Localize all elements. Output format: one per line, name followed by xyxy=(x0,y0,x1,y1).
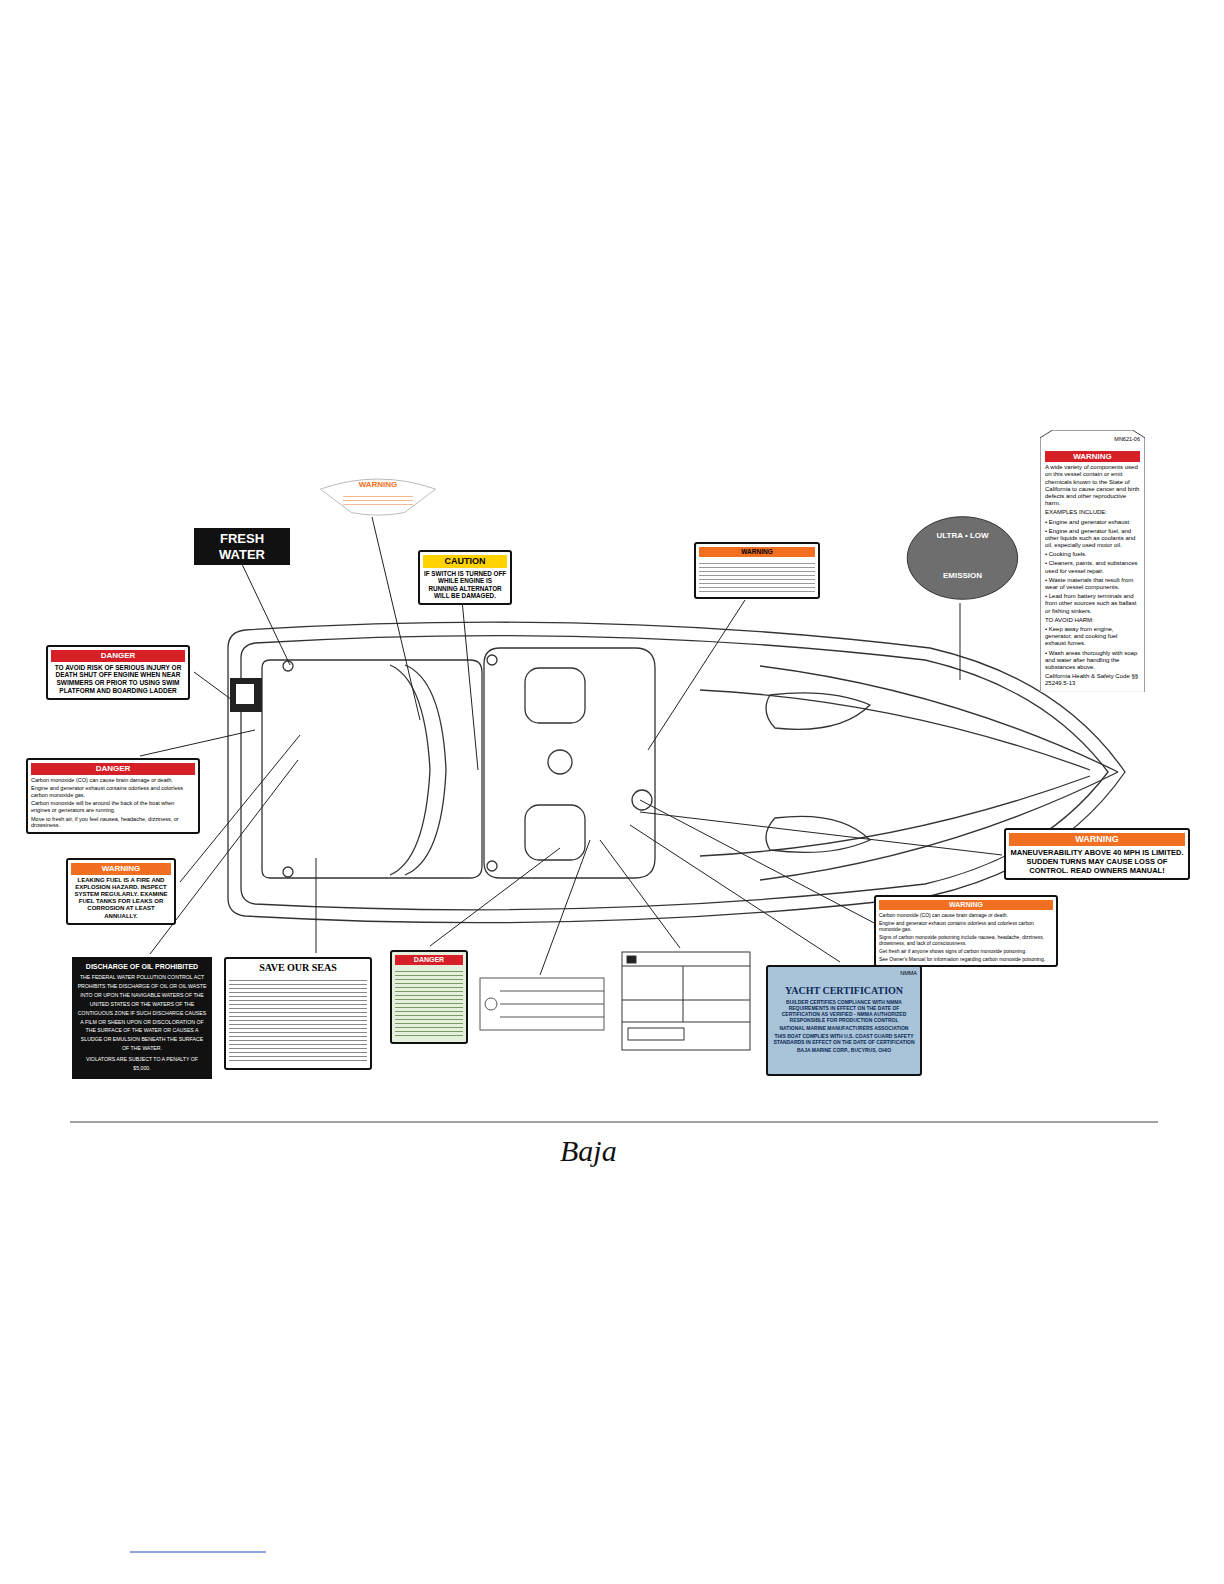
capacity-plate xyxy=(480,978,604,1030)
label-body: BAJA MARINE CORP., BUCYRUS, OHIO xyxy=(771,1047,917,1053)
label-heading: WARNING xyxy=(1045,451,1140,463)
co-warning-label: WARNING xyxy=(694,542,820,599)
oil-discharge-label: DISCHARGE OF OIL PROHIBITED THE FEDERAL W… xyxy=(72,957,212,1079)
fuel-warning-label: WARNING LEAKING FUEL IS A FIRE AND EXPLOS… xyxy=(66,858,176,925)
fine-print xyxy=(699,560,815,594)
label-body: Carbon monoxide will be around the back … xyxy=(31,800,195,813)
part-number: MN621-06 xyxy=(1045,436,1140,443)
label-body: MANEUVERABILITY ABOVE 40 MPH IS LIMITED.… xyxy=(1009,848,1185,875)
label-body: Move to fresh air, if you feel nausea, h… xyxy=(31,816,195,829)
boarding-ladder xyxy=(236,684,254,704)
label-body: BUILDER CERTIFIES COMPLIANCE WITH NMMA R… xyxy=(771,999,917,1023)
label-body: Carbon monoxide (CO) can cause brain dam… xyxy=(31,777,195,784)
label-body: • Wash areas thoroughly with soap and wa… xyxy=(1045,650,1140,672)
label-outline xyxy=(905,515,1020,601)
label-body: TO AVOID RISK OF SERIOUS INJURY OR DEATH… xyxy=(51,664,185,695)
label-body: See Owner's Manual for information regar… xyxy=(879,956,1053,962)
caution-label: CAUTION IF SWITCH IS TURNED OFF WHILE ENG… xyxy=(418,550,512,605)
label-heading: CAUTION xyxy=(423,555,507,568)
label-body: • Engine and generator fuel, and other l… xyxy=(1045,528,1140,550)
hull-outline xyxy=(228,622,1125,922)
label-body: THE FEDERAL WATER POLLUTION CONTROL ACT … xyxy=(77,973,207,1053)
fresh-water-decal: FRESH WATER xyxy=(194,528,290,565)
label-body: VIOLATORS ARE SUBJECT TO A PENALTY OF $5… xyxy=(77,1055,207,1073)
maneuver-warning-label: WARNING MANEUVERABILITY ABOVE 40 MPH IS L… xyxy=(1004,828,1190,880)
fine-print xyxy=(229,977,367,1063)
fine-print xyxy=(395,968,463,1038)
label-heading: FRESH WATER xyxy=(196,531,288,562)
label-body: NATIONAL MARINE MANUFACTURERS ASSOCIATIO… xyxy=(771,1025,917,1031)
label-body: IF SWITCH IS TURNED OFF WHILE ENGINE IS … xyxy=(423,570,507,600)
label-body: Engine and generator exhaust contains od… xyxy=(879,920,1053,932)
label-heading: DANGER xyxy=(51,650,185,662)
label-body: LEAKING FUEL IS A FIRE AND EXPLOSION HAZ… xyxy=(71,877,171,920)
id-plate xyxy=(622,952,750,1050)
label-body: Engine and generator exhaust contains od… xyxy=(31,785,195,798)
part-number: NMMA xyxy=(771,970,917,977)
link-underline xyxy=(130,1552,266,1553)
label-body: EXAMPLES INCLUDE: xyxy=(1045,509,1140,516)
label-heading: DANGER xyxy=(31,763,195,775)
label-body: THIS BOAT COMPLIES WITH U.S. COAST GUARD… xyxy=(771,1033,917,1045)
yacht-certification-plate: NMMA YACHT CERTIFICATION BUILDER CERTIFIES… xyxy=(766,965,922,1076)
label-body: • Lead from battery terminals and from o… xyxy=(1045,593,1140,615)
label-heading: WARNING xyxy=(328,480,428,490)
label-heading: DISCHARGE OF OIL PROHIBITED xyxy=(77,963,207,971)
emission-badge: ULTRA • LOW EMISSION xyxy=(905,515,1020,601)
label-body: • Cleaners, paints, and substances used … xyxy=(1045,560,1140,574)
label-heading: WARNING xyxy=(699,547,815,557)
label-body: California Health & Safety Code §§ 25249… xyxy=(1045,673,1140,687)
label-body: Carbon monoxide (CO) can cause brain dam… xyxy=(879,912,1053,918)
leader-lines xyxy=(140,517,1002,975)
label-body: • Cooking fuels. xyxy=(1045,551,1140,558)
label-heading: DANGER xyxy=(395,955,463,965)
save-our-seas-placard: SAVE OUR SEAS xyxy=(224,957,372,1070)
label-body: A wide variety of components used on thi… xyxy=(1045,464,1140,507)
danger-label: DANGER TO AVOID RISK OF SERIOUS INJURY OR… xyxy=(46,645,190,700)
fan-warning-decal: WARNING xyxy=(318,474,438,516)
green-danger-label: DANGER xyxy=(390,950,468,1044)
co-danger-label: DANGER Carbon monoxide (CO) can cause bra… xyxy=(26,758,200,834)
label-heading: WARNING xyxy=(879,900,1053,910)
co-warning-label: WARNING Carbon monoxide (CO) can cause br… xyxy=(874,895,1058,967)
fine-print xyxy=(343,493,413,507)
label-heading: WARNING xyxy=(1009,833,1185,846)
brand-logo: Baja xyxy=(560,1134,617,1168)
label-body: Get fresh air if anyone shows signs of c… xyxy=(879,948,1053,954)
label-body: EMISSION xyxy=(913,571,1012,581)
label-heading: YACHT CERTIFICATION xyxy=(771,985,917,997)
label-body: TO AVOID HARM: xyxy=(1045,617,1140,624)
label-body: Signs of carbon monoxide poisoning inclu… xyxy=(879,934,1053,946)
label-body: • Engine and generator exhaust xyxy=(1045,519,1140,526)
label-heading: WARNING xyxy=(71,863,171,875)
prop65-warning-tag: MN621-06WARNINGA wide variety of compone… xyxy=(1040,430,1145,692)
label-heading: SAVE OUR SEAS xyxy=(229,962,367,974)
label-body: • Waste materials that result from wear … xyxy=(1045,577,1140,591)
label-heading: ULTRA • LOW xyxy=(913,531,1012,541)
label-body: • Keep away from engine, generator, and … xyxy=(1045,626,1140,648)
boarding-ladder xyxy=(230,678,262,712)
footer-rule xyxy=(70,1122,1158,1123)
